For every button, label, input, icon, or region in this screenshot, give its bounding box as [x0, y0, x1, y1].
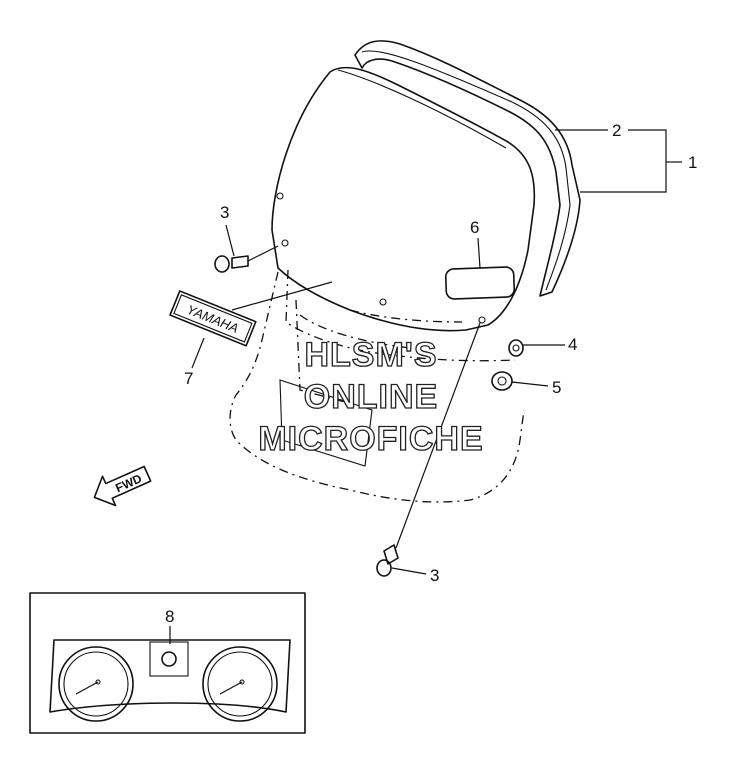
bolt-3-lower [376, 322, 481, 577]
label-6-plate [444, 266, 516, 300]
callout-7: 7 [184, 369, 193, 388]
meter-left [58, 646, 134, 722]
inset-panel: 8 [29, 592, 306, 734]
fwd-arrow: FWD [93, 465, 152, 507]
meter-right [202, 646, 278, 722]
callout-3-lower: 3 [430, 566, 439, 585]
callout-6: 6 [470, 218, 479, 237]
watermark-line-1: HLSM'S [304, 336, 437, 374]
yamaha-decal: YAMAHA [169, 290, 257, 347]
windscreen-trim [354, 40, 581, 297]
cowling [229, 269, 525, 503]
inset-callout-8: 8 [165, 607, 174, 626]
watermark: HLSM'S ONLINE MICROFICHE [258, 335, 484, 458]
callout-leaders [191, 129, 682, 575]
grommet-4 [508, 339, 524, 357]
callout-5: 5 [552, 378, 561, 397]
bolt-3-upper [214, 245, 279, 273]
callout-4: 4 [568, 335, 577, 354]
watermark-line-3: MICROFICHE [258, 420, 483, 458]
callout-1: 1 [688, 153, 697, 172]
windscreen [271, 66, 536, 332]
yamaha-decal-text: YAMAHA [185, 302, 241, 336]
callout-labels: 1 2 3 3 4 5 6 7 [184, 121, 697, 585]
washer-5 [491, 371, 513, 391]
callout-2: 2 [612, 121, 621, 140]
watermark-line-2: ONLINE [304, 378, 438, 416]
callout-3-upper: 3 [220, 203, 229, 222]
